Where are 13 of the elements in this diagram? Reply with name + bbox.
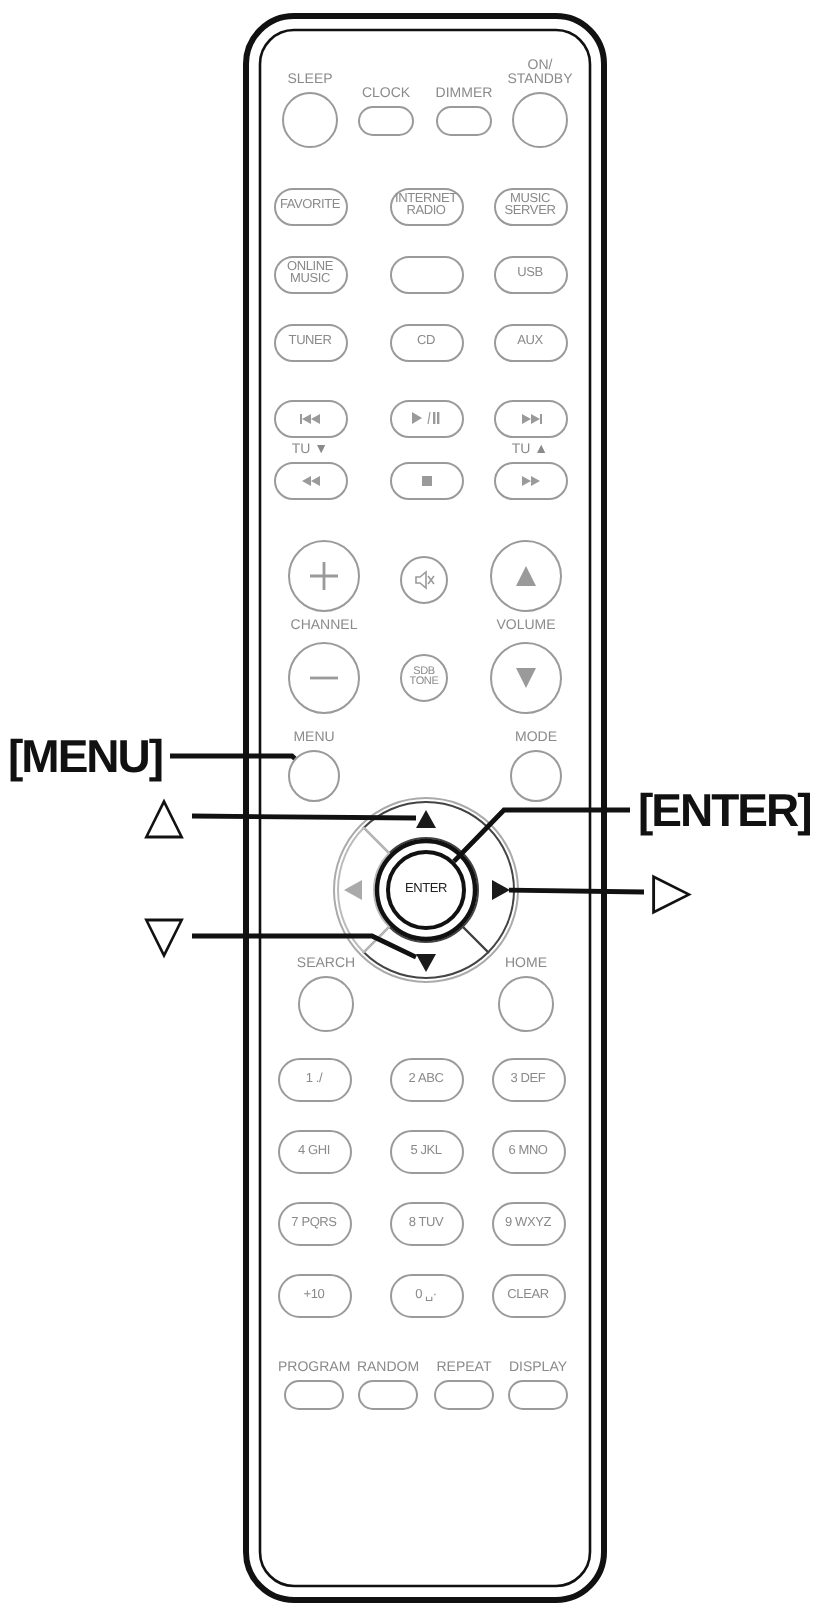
cursor-key-triangle xyxy=(416,809,436,827)
cursor-key-triangle xyxy=(491,880,509,900)
cursor-key-triangle xyxy=(416,953,436,971)
leader-line xyxy=(508,887,645,895)
callout-label: ▽ xyxy=(144,908,184,964)
callout-label: △ xyxy=(144,788,184,844)
callout-label: [MENU] xyxy=(8,728,163,784)
leader-line xyxy=(452,807,630,864)
cursor-key-triangle xyxy=(343,880,361,900)
callout-label: ▷ xyxy=(652,864,692,920)
leader-line xyxy=(192,933,418,960)
leader-line xyxy=(170,753,297,761)
callout-label: [ENTER] xyxy=(638,782,811,838)
